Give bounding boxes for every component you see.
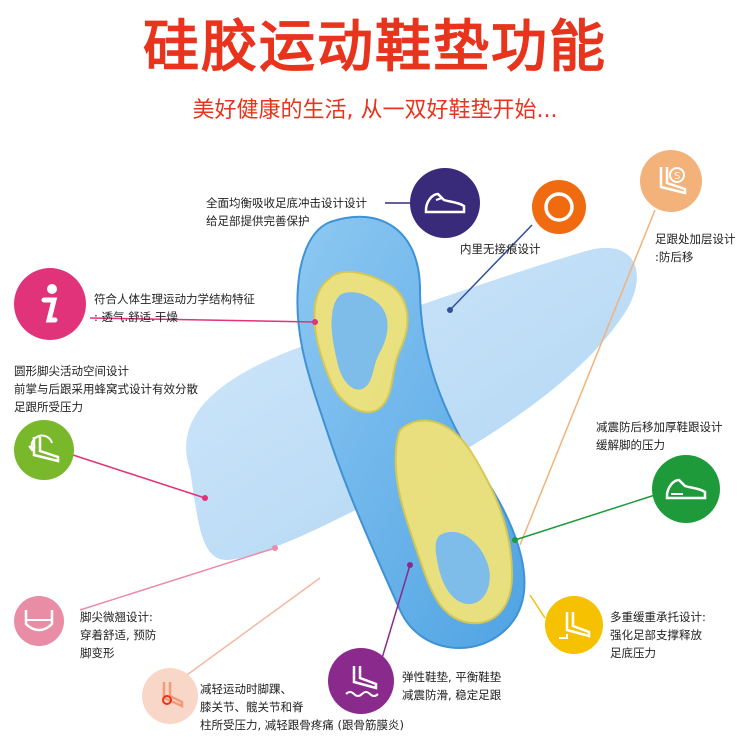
- feature-multi-support-line1: 多重缓重承托设计:: [610, 610, 706, 624]
- feature-multi-support-line3: 足底压力: [610, 646, 656, 660]
- svg-text:S: S: [674, 171, 680, 182]
- feature-round-toe-line3: 足跟所受压力: [14, 400, 83, 414]
- feature-ankle-line1: 减轻运动时脚踝、: [200, 682, 292, 696]
- feature-elastic-line2: 减震防滑, 稳定足跟: [402, 688, 502, 702]
- feature-heel-layer-line1: 足跟处加层设计: [655, 232, 736, 246]
- feature-cushion-line1: 减震防后移加厚鞋跟设计: [596, 420, 723, 434]
- feature-toe-line1: 脚尖微翘设计:: [80, 610, 153, 624]
- feature-ergonomic-line2: : 透气.舒适.干燥: [94, 310, 178, 324]
- foot-arrow-icon: [14, 420, 74, 480]
- shoe-icon: [410, 168, 480, 238]
- heel-s-icon: S: [640, 150, 702, 212]
- feature-toe-line3: 脚变形: [80, 646, 115, 660]
- feature-multi-support-text: 多重缓重承托设计: 强化足部支撑释放 足底压力: [610, 608, 706, 662]
- page-title: 硅胶运动鞋垫功能: [143, 15, 607, 80]
- feature-ankle-line2: 膝关节、髋关节和脊: [200, 700, 304, 714]
- info-icon: [14, 268, 86, 340]
- page-subtitle: 美好健康的生活, 从一双好鞋垫开始...: [192, 98, 558, 123]
- feature-shoe-text: 全面均衡吸收足底冲击设计设计 给足部提供完善保护: [206, 194, 367, 230]
- ankle-icon: [142, 668, 198, 724]
- feature-shoe-line2: 给足部提供完善保护: [206, 214, 310, 228]
- feature-round-toe-line1: 圆形脚尖活动空间设计: [14, 364, 129, 378]
- feature-elastic-text: 弹性鞋垫, 平衡鞋垫 减震防滑, 稳定足跟: [402, 668, 501, 704]
- feature-heel-layer-line2: :防后移: [655, 250, 694, 264]
- feature-round-toe-text: 圆形脚尖活动空间设计 前掌与后跟采用蜂窝式设计有效分散 足跟所受压力: [14, 362, 198, 416]
- ring-icon: [532, 180, 586, 234]
- feature-multi-support-line2: 强化足部支撑释放: [610, 628, 702, 642]
- feature-ankle-line3: 柱所受压力, 减轻跟骨疼痛 (跟骨筋膜炎): [200, 718, 404, 732]
- feature-ergonomic-text: 符合人体生理运动力学结构特征 : 透气.舒适.干燥: [94, 290, 255, 326]
- feature-ankle-text: 减轻运动时脚踝、 膝关节、髋关节和脊 柱所受压力, 减轻跟骨疼痛 (跟骨筋膜炎): [200, 680, 404, 734]
- feature-heel-layer-text: 足跟处加层设计 :防后移: [655, 230, 736, 266]
- feature-toe-text: 脚尖微翘设计: 穿着舒适, 预防 脚变形: [80, 608, 156, 662]
- feature-cushion-line2: 缓解脚的压力: [596, 438, 665, 452]
- feature-elastic-line1: 弹性鞋垫, 平衡鞋垫: [402, 670, 502, 684]
- feature-round-toe-line2: 前掌与后跟采用蜂窝式设计有效分散: [14, 382, 198, 396]
- shoe-heel-icon: [652, 455, 720, 523]
- toe-joint-icon: [14, 596, 64, 646]
- feature-cushion-text: 减震防后移加厚鞋跟设计 缓解脚的压力: [596, 418, 723, 454]
- foot-support-icon: [545, 596, 603, 654]
- feature-toe-line2: 穿着舒适, 预防: [80, 628, 157, 642]
- foot-waves-icon: [328, 648, 394, 714]
- feature-ergonomic-line1: 符合人体生理运动力学结构特征: [94, 292, 255, 306]
- feature-seamless-text: 内里无接痕设计: [460, 240, 541, 258]
- feature-shoe-line1: 全面均衡吸收足底冲击设计设计: [206, 196, 367, 210]
- feature-seamless-line1: 内里无接痕设计: [460, 242, 541, 256]
